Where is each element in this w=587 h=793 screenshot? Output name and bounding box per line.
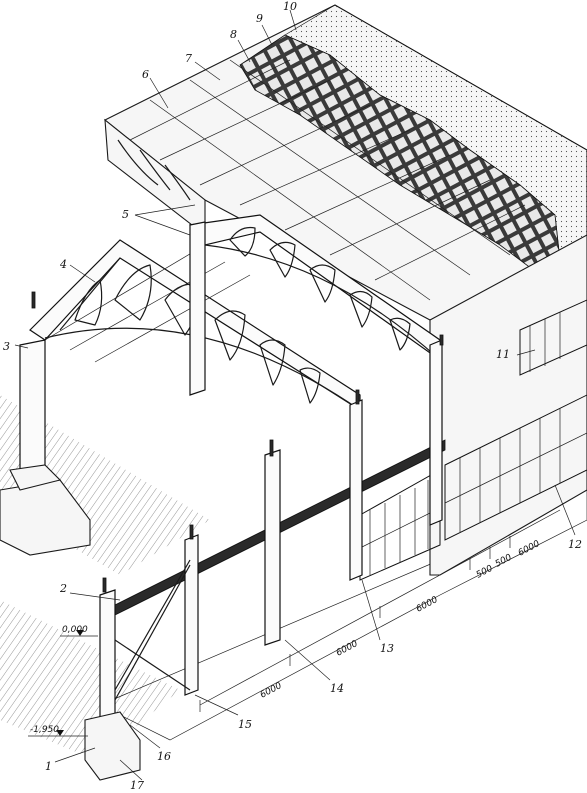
dim-6000-b: 6000 <box>335 639 360 659</box>
roof-screed-layer <box>284 4 587 261</box>
callout-16: 16 <box>157 750 171 763</box>
dim-500-a: 500 <box>475 564 495 581</box>
callout-12: 12 <box>568 538 582 551</box>
callout-1: 1 <box>45 760 52 773</box>
columns <box>0 221 444 781</box>
callout-3: 3 <box>3 340 10 353</box>
callout-9: 9 <box>256 12 263 25</box>
callout-leaders <box>14 9 576 781</box>
callout-14: 14 <box>330 682 344 695</box>
level-zero: 0,000 <box>62 625 88 635</box>
vertical-bracing <box>114 559 191 701</box>
callout-5: 5 <box>122 208 129 221</box>
callout-6: 6 <box>142 68 149 81</box>
dimension-labels: 6000 6000 6000 500 500 6000 <box>259 539 542 701</box>
dim-500-b: 500 <box>494 553 514 570</box>
callout-13: 13 <box>380 642 394 655</box>
callout-11: 11 <box>496 348 510 361</box>
dim-6000-d: 6000 <box>517 539 542 559</box>
callout-2: 2 <box>59 582 67 595</box>
level-foundation: -1,950 <box>30 725 59 735</box>
callout-15: 15 <box>238 718 252 731</box>
callout-labels: 1 2 3 4 5 6 7 8 9 10 11 12 13 14 15 16 1… <box>3 0 582 792</box>
callout-4: 4 <box>59 258 67 271</box>
foundation-front <box>84 711 141 781</box>
callout-8: 8 <box>230 28 237 41</box>
callout-10: 10 <box>283 0 297 13</box>
level-marks: 0,000 -1,950 <box>28 625 98 737</box>
callout-17: 17 <box>130 779 144 792</box>
dim-6000-a: 6000 <box>259 681 284 701</box>
callout-7: 7 <box>185 52 192 65</box>
roof-covering <box>103 4 587 321</box>
dimension-line <box>199 509 561 712</box>
dim-6000-c: 6000 <box>415 595 440 615</box>
